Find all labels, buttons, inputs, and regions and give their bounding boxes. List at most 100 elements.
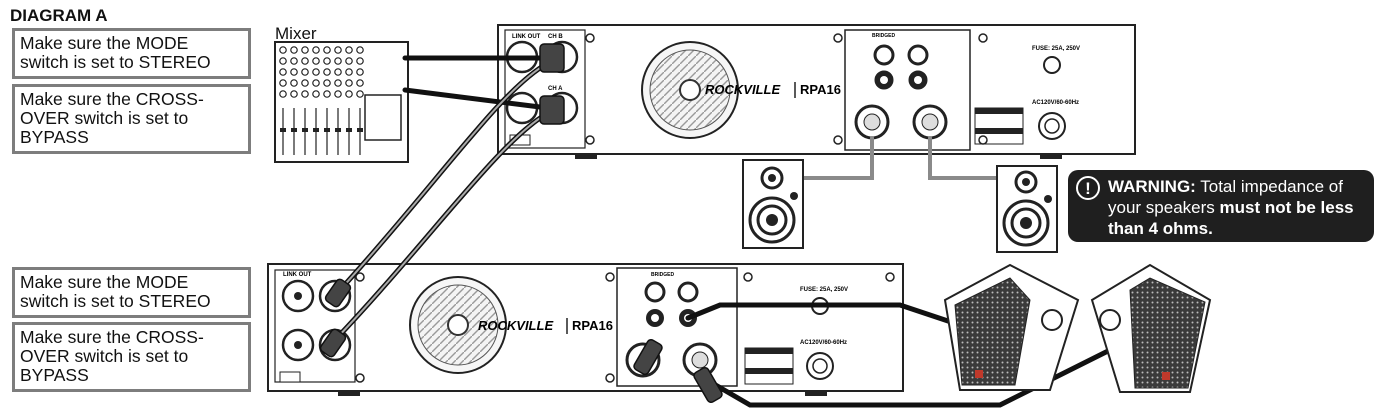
wedge-left-badge [975, 370, 983, 378]
cables [332, 55, 1133, 408]
mixer-knob [301, 57, 309, 65]
mixer-knob [334, 79, 342, 87]
mixer-knob [323, 90, 331, 98]
amp-top-link-out-label: LINK OUT [512, 34, 541, 40]
mixer-knob [345, 79, 353, 87]
speakon-plug-bottom-a [693, 366, 723, 404]
amp-bottom-model: RPA16 [572, 318, 613, 333]
mixer-knob [279, 79, 287, 87]
amp-top-post-b-pos [873, 44, 895, 66]
amp-top-brand: ROCKVILLE [705, 82, 780, 97]
plug-top-b [539, 43, 565, 73]
mixer-knob [345, 46, 353, 54]
wedge-right-badge [1162, 372, 1170, 380]
amp-bottom-post-a-pos [677, 281, 699, 303]
mixer-knob [312, 46, 320, 54]
mixer-fader-cap [291, 128, 297, 132]
mixer-master-section [364, 94, 402, 141]
mixer-knob [301, 79, 309, 87]
mixer-knob [279, 46, 287, 54]
mixer-knob [334, 46, 342, 54]
amp-top-bridged-label: BRIDGED [872, 33, 895, 39]
speaker-top-right [996, 165, 1058, 253]
mixer-knob [290, 79, 298, 87]
mixer-knobs [279, 46, 364, 155]
speaker-wire-bottom-left [685, 302, 993, 338]
amp-top-output-panel [844, 29, 971, 151]
speaker-wire-bottom-right [697, 337, 1133, 408]
mixer-knob [290, 90, 298, 98]
warning-icon: ! [1076, 176, 1100, 200]
amp-bottom-post-b-pos [644, 281, 666, 303]
mixer-knob [290, 46, 298, 54]
amp-bottom-chassis [267, 263, 904, 392]
mixer-knob [312, 79, 320, 87]
amp-top: ROCKVILLE RPA16 LINK OUT CH B CH A BRIDG… [497, 24, 1136, 159]
mixer-fader-cap [313, 128, 319, 132]
mixer-knob [312, 57, 320, 65]
mixer-knob [356, 46, 364, 54]
plug-bottom-b [324, 278, 352, 308]
mixer-fader-cap [335, 128, 341, 132]
mixer-fader-cap [302, 128, 308, 132]
plug-top-a [539, 95, 565, 125]
amp-bottom-link-out-label: LINK OUT [283, 272, 312, 278]
mixer-knob [356, 57, 364, 65]
diagram-title: DIAGRAM A [10, 6, 108, 25]
mixer-knob [323, 46, 331, 54]
mixer-knob [334, 57, 342, 65]
warning-emphasis: must not be less than 4 ohms. [1108, 198, 1354, 238]
amp-bottom-power-label: AC120V/60-60Hz [800, 340, 847, 346]
mixer-knob [312, 68, 320, 76]
mixer-knob [323, 57, 331, 65]
amp-bottom: ROCKVILLE RPA16 LINK OUT FUSE: 25A, 250V… [267, 263, 904, 396]
wedge-speaker-right [1090, 263, 1212, 393]
mixer-knob [279, 90, 287, 98]
amp-top-input-panel [504, 29, 586, 149]
speakon-plug-bottom [633, 338, 663, 376]
mixer-knob [279, 57, 287, 65]
mixer-fader-cap [324, 128, 330, 132]
warning-text: Total impedance of your speakers [1108, 177, 1343, 217]
mixer-knob [301, 90, 309, 98]
mixer-knob [356, 90, 364, 98]
amp-top-chassis [497, 24, 1136, 155]
warning-callout: ! WARNING: Total impedance of your speak… [1068, 170, 1374, 242]
mode-note-top: Make sure the MODE switch is set to STER… [12, 28, 251, 79]
mixer [274, 41, 409, 163]
cable-mixer-ch-a [402, 87, 551, 111]
mixer-knob [312, 90, 320, 98]
amp-bottom-dip-switches [279, 371, 301, 383]
amp-top-model: RPA16 [800, 82, 841, 97]
amp-top-power-label: AC120V/60-60Hz [1032, 100, 1079, 106]
mixer-knob [279, 68, 287, 76]
mixer-knob [345, 68, 353, 76]
mixer-fader-cap [357, 128, 363, 132]
wedge-speaker-left [943, 263, 1080, 391]
mixer-knob [345, 90, 353, 98]
mixer-knob [334, 90, 342, 98]
amp-top-ch-b-label: CH B [548, 34, 563, 40]
amp-top-post-a-pos [907, 44, 929, 66]
plug-bottom-a [319, 328, 347, 358]
mode-note-bottom: Make sure the MODE switch is set to STER… [12, 267, 251, 318]
amp-bottom-brand: ROCKVILLE [478, 318, 553, 333]
amp-bottom-fan-hub [447, 314, 469, 336]
amp-top-ch-a-label: CH A [548, 86, 563, 92]
mixer-knob [323, 79, 331, 87]
mixer-knob [356, 79, 364, 87]
amp-top-fuse-label: FUSE: 25A, 250V [1032, 46, 1080, 52]
mixer-knob [290, 68, 298, 76]
amp-bottom-fuse-label: FUSE: 25A, 250V [800, 287, 848, 293]
mixer-knob [301, 68, 309, 76]
amp-top-fan-hub [679, 79, 701, 101]
mixer-fader-cap [346, 128, 352, 132]
mixer-knob [323, 68, 331, 76]
mixer-knob [356, 68, 364, 76]
amp-bottom-output-panel [616, 267, 738, 387]
mixer-knob [290, 57, 298, 65]
mixer-knob [301, 46, 309, 54]
mixer-knob [334, 68, 342, 76]
speaker-top-left [742, 159, 804, 249]
